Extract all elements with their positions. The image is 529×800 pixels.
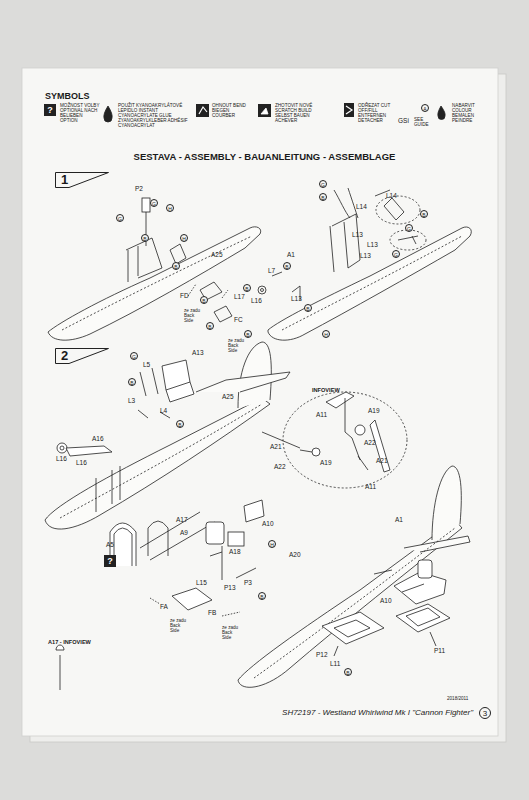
option-symbol: ?	[44, 104, 56, 116]
part-number: L11	[330, 661, 340, 668]
note-text: NABARVIT COLOUR BEMALEN PEINDRE	[452, 104, 488, 124]
part-number: A1	[395, 517, 403, 524]
glue-callout: B	[420, 210, 428, 218]
glue-callout: B	[200, 296, 208, 304]
part-number: A11	[316, 412, 327, 419]
part-number: A17	[176, 517, 188, 524]
part-number: FD	[180, 293, 189, 300]
part-number: L13	[360, 253, 371, 260]
step-number: 1	[55, 172, 109, 188]
step-number: 2	[55, 348, 109, 364]
glue-callout: G	[116, 214, 124, 222]
part-number: P12	[316, 652, 328, 659]
part-number: P2	[135, 186, 143, 193]
glue-callout: G	[405, 224, 413, 232]
part-number: A20	[289, 552, 301, 559]
note-text: ze zadu Back Side	[228, 339, 248, 354]
part-number: P3	[244, 580, 252, 587]
step-flag: 2	[55, 348, 109, 364]
heading: SYMBOLS	[45, 92, 90, 101]
glue-callout: B	[304, 304, 312, 312]
part-number: A22	[274, 464, 286, 471]
note-text: ze zadu Back Side	[184, 309, 204, 324]
note-text: ze zadu Back Side	[170, 619, 190, 634]
view-label: A17 - INFOVIEW	[48, 640, 91, 646]
glue-callout: H	[268, 540, 276, 548]
note-text: MOŽNOST VOLBY OPTIONAL NACH BELIEBEN OPT…	[60, 104, 100, 124]
part-number: A19	[320, 460, 332, 467]
glue-callout: G	[319, 180, 327, 188]
glue-callout: B	[283, 262, 291, 270]
glue-callout: A	[421, 104, 429, 112]
part-number: GSi	[398, 118, 409, 125]
part-number: FC	[234, 317, 243, 324]
part-number: L15	[196, 580, 207, 587]
part-number: A22	[364, 440, 376, 447]
glue-callout: B	[176, 420, 184, 428]
part-number: L13	[291, 296, 302, 303]
glue-callout: B	[128, 378, 136, 386]
part-number: L16	[251, 298, 262, 305]
note-text: ODŘEZAT CUT OFF/FILL ENTFERNEN DETACHER	[358, 104, 394, 124]
part-number: L14	[386, 193, 397, 200]
part-number: A9	[180, 530, 188, 537]
option-symbol: ?	[104, 555, 116, 567]
glue-callout: B	[172, 262, 180, 270]
glue-callout: B	[244, 330, 252, 338]
part-number: A1	[287, 252, 295, 259]
note-text: ZHOTOVIT NOVÉ SCRATCH BUILD SELBST BAUEN…	[275, 104, 321, 124]
part-number: A25	[211, 252, 223, 259]
part-number: A21	[376, 458, 388, 465]
glue-callout: B	[258, 592, 266, 600]
part-number: A10	[262, 521, 274, 528]
part-number: A5	[106, 542, 114, 549]
glue-callout: H	[180, 234, 188, 242]
part-number: L4	[160, 408, 167, 415]
part-number: A21	[270, 444, 282, 451]
section-heading: SESTAVA - ASSEMBLY - BAUANLEITUNG - ASSE…	[0, 152, 529, 162]
part-number: L13	[352, 232, 363, 239]
part-number: P13	[224, 585, 236, 592]
glue-callout: B	[344, 668, 352, 676]
part-number: A11	[365, 484, 376, 491]
glue-callout: H	[322, 330, 330, 338]
note-text: POUŽIT KYANOAKRYLÁTOVÉ LEPIDLO INSTANT C…	[118, 104, 190, 129]
page-number: 3	[479, 707, 491, 719]
glue-callout: B	[141, 234, 149, 242]
note-text: OHNOUT BEND BIEGEN COURBER	[212, 104, 246, 119]
part-number: A25	[222, 394, 234, 401]
part-number: FB	[208, 610, 216, 617]
note-text: ze zadu Back Side	[222, 626, 242, 641]
part-number: L16	[76, 460, 87, 467]
footer-title: SH72197 - Westland Whirlwind Mk I "Canno…	[282, 709, 473, 717]
step-flag: 1	[55, 172, 109, 188]
glue-callout: G	[150, 199, 158, 207]
part-number: P11	[434, 648, 445, 655]
note-text: 2018/2011	[447, 697, 477, 702]
glue-callout: B	[319, 193, 327, 201]
part-number: L7	[268, 268, 275, 275]
part-number: A19	[368, 408, 380, 415]
part-number: L5	[143, 362, 150, 369]
part-number: A13	[192, 350, 204, 357]
glue-callout: G	[130, 352, 138, 360]
view-label: INFOVIEW	[312, 388, 340, 394]
part-number: L17	[234, 294, 245, 301]
part-number: L3	[128, 398, 135, 405]
part-number: L13	[367, 242, 378, 249]
part-number: A16	[92, 436, 104, 443]
part-number: FA	[160, 604, 168, 611]
glue-callout: H	[166, 204, 174, 212]
glue-callout: G	[392, 250, 400, 258]
glue-callout: B	[243, 284, 251, 292]
part-number: A10	[380, 598, 392, 605]
part-number: A18	[229, 549, 241, 556]
part-number: L14	[356, 204, 367, 211]
glue-callout: B	[206, 322, 214, 330]
part-number: L16	[56, 456, 67, 463]
note-text: SEE GUIDE	[414, 118, 436, 128]
